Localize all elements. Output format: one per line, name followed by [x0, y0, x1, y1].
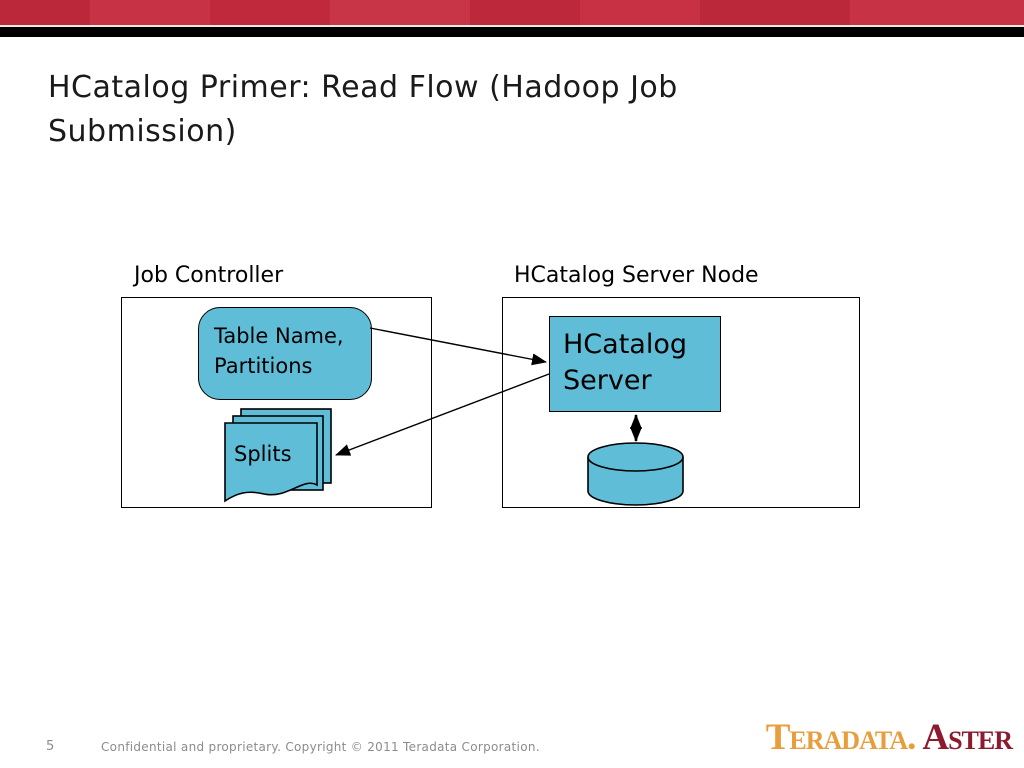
splits-document-stack-shape: Splits — [224, 408, 332, 503]
logo-teradata-wordmark: Teradata. — [765, 717, 917, 758]
splits-label: Splits — [234, 442, 292, 466]
logo-aster-wordmark: Aster — [922, 717, 1013, 758]
arrow-server-to-splits — [335, 373, 550, 456]
slide-title: HCatalog Primer: Read Flow (Hadoop Job S… — [48, 66, 678, 154]
table-name-partitions-line2: Partitions — [214, 354, 313, 378]
splits-front-document — [224, 422, 318, 503]
database-cylinder-shape — [587, 442, 684, 506]
teradata-aster-logo: Teradata.Aster — [765, 717, 1013, 758]
job-controller-label: Job Controller — [134, 263, 284, 288]
slide-title-line1: HCatalog Primer: Read Flow (Hadoop Job — [48, 70, 678, 105]
top-banner-separator — [0, 25, 1024, 27]
hcatalog-server-node-label: HCatalog Server Node — [514, 263, 759, 288]
database-cylinder-top — [587, 442, 684, 472]
table-name-partitions-line1: Table Name, — [214, 324, 344, 348]
arrow-table-to-server — [369, 327, 547, 366]
top-banner-black — [0, 27, 1024, 37]
table-name-partitions-node: Table Name, Partitions — [198, 307, 372, 400]
top-banner-red — [0, 0, 1024, 25]
slide-title-line2: Submission) — [48, 114, 237, 149]
hcatalog-server-node-shape: HCatalog Server — [549, 316, 721, 412]
confidentiality-notice: Confidential and proprietary. Copyright … — [101, 740, 540, 754]
page-number: 5 — [46, 739, 55, 754]
